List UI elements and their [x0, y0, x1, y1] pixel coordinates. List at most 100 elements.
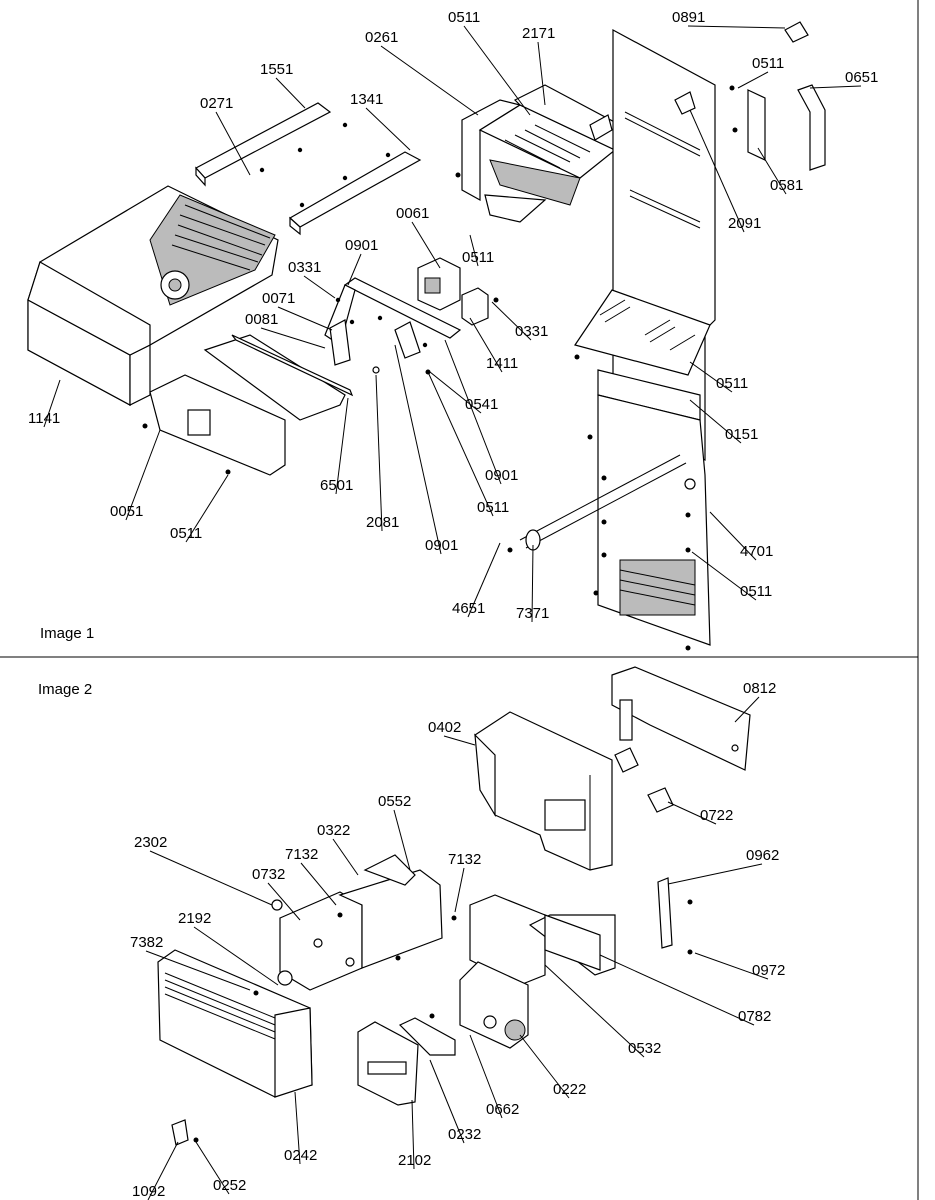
leader-line — [469, 317, 503, 373]
front-cover-part — [157, 949, 313, 1098]
part-number-label: 0511 — [170, 525, 202, 542]
leader-line — [689, 109, 745, 233]
panel-1-parts — [27, 21, 826, 651]
leader-line — [463, 25, 531, 116]
part-number-label: 0402 — [428, 719, 461, 736]
part-number-label: 0252 — [213, 1177, 246, 1194]
part-number-label: 0511 — [448, 9, 480, 26]
leader-line — [260, 327, 326, 349]
leader-line — [689, 361, 733, 393]
leader-line — [454, 867, 465, 913]
part-number-label: 0901 — [425, 537, 458, 554]
leader-line — [429, 1059, 465, 1144]
part-number-label: 7382 — [130, 934, 163, 951]
leader-line — [365, 107, 411, 151]
screw-markers-2 — [193, 899, 693, 1143]
part-number-label: 2192 — [178, 910, 211, 927]
part-number-label: 0511 — [740, 583, 772, 600]
part-number-label: 0901 — [345, 237, 378, 254]
leader-line — [531, 544, 534, 623]
leader-line — [43, 379, 61, 428]
leader-line — [737, 71, 769, 89]
part-number-label: 7132 — [448, 851, 481, 868]
part-number-label: 0271 — [200, 95, 233, 112]
rail-parts — [195, 102, 422, 236]
leader-line — [303, 275, 336, 299]
part-number-label: 0722 — [700, 807, 733, 824]
part-number-label: 0511 — [462, 249, 494, 266]
leader-line — [195, 1141, 230, 1195]
part-number-label: 2302 — [134, 834, 167, 851]
leader-line — [149, 850, 273, 906]
part-number-label: 0071 — [262, 290, 295, 307]
part-number-label: 0962 — [746, 847, 779, 864]
upper-bracket-part — [611, 666, 751, 771]
leader-line — [125, 429, 161, 521]
part-number-label: 0812 — [743, 680, 776, 697]
part-number-label: 0261 — [365, 29, 398, 46]
bracket-parts — [324, 277, 462, 374]
leader-line — [667, 863, 763, 885]
ice-bucket-part — [27, 185, 279, 407]
panel-2-parts — [157, 666, 751, 1146]
leader-line — [277, 306, 333, 331]
panel-2-caption: Image 2 — [38, 681, 92, 698]
post-part — [657, 877, 673, 949]
panel-1-caption: Image 1 — [40, 625, 94, 642]
part-number-labels: 0891051121710261051106511551134102710581… — [28, 9, 878, 1200]
part-number-label: 0322 — [317, 822, 350, 839]
leader-line — [443, 735, 476, 746]
part-number-label: 0552 — [378, 793, 411, 810]
part-number-label: 0222 — [553, 1081, 586, 1098]
part-number-label: 2091 — [728, 215, 761, 232]
part-number-label: 1411 — [486, 355, 518, 372]
part-number-label: 2102 — [398, 1152, 431, 1169]
part-number-label: 4701 — [740, 543, 773, 560]
leader-line — [347, 253, 362, 286]
leader-line — [294, 1091, 301, 1165]
part-number-label: 0151 — [725, 426, 758, 443]
leader-line — [300, 862, 337, 906]
part-number-label: 0511 — [716, 375, 748, 392]
leader-line — [332, 838, 359, 876]
leader-line — [393, 809, 411, 871]
leader-line — [467, 542, 501, 618]
part-number-label: 0732 — [252, 866, 285, 883]
leader-line — [193, 926, 279, 986]
leader-line — [429, 371, 482, 414]
leader-line — [757, 147, 787, 195]
leader-line — [375, 374, 383, 532]
leader-line — [275, 77, 306, 109]
part-number-label: 0651 — [845, 69, 878, 86]
leader-line — [145, 950, 251, 991]
dispenser-housing-part — [474, 711, 613, 871]
part-number-label: 0051 — [110, 503, 143, 520]
control-module-parts — [357, 894, 616, 1106]
leader-line — [599, 954, 755, 1026]
leader-line — [411, 221, 441, 269]
leader-line — [147, 1141, 179, 1200]
leader-line — [691, 551, 757, 601]
leader-line — [491, 301, 532, 341]
part-number-label: 0581 — [770, 177, 803, 194]
part-number-label: 0782 — [738, 1008, 771, 1025]
control-cover-part — [149, 334, 354, 476]
part-number-label: 7132 — [285, 846, 318, 863]
part-number-label: 0242 — [284, 1147, 317, 1164]
part-number-label: 6501 — [320, 477, 353, 494]
leader-line — [215, 111, 251, 176]
part-number-label: 0081 — [245, 311, 278, 328]
screw-markers-1 — [142, 85, 738, 651]
part-number-label: 0541 — [465, 396, 498, 413]
leader-line — [185, 474, 229, 543]
leader-line — [734, 696, 760, 723]
leader-line — [427, 371, 494, 517]
spacer-parts — [614, 747, 674, 813]
part-number-label: 1341 — [350, 91, 383, 108]
part-number-label: 1551 — [260, 61, 293, 78]
part-number-label: 7371 — [516, 605, 549, 622]
leader-line — [267, 882, 301, 921]
part-number-label: 4651 — [452, 600, 485, 617]
